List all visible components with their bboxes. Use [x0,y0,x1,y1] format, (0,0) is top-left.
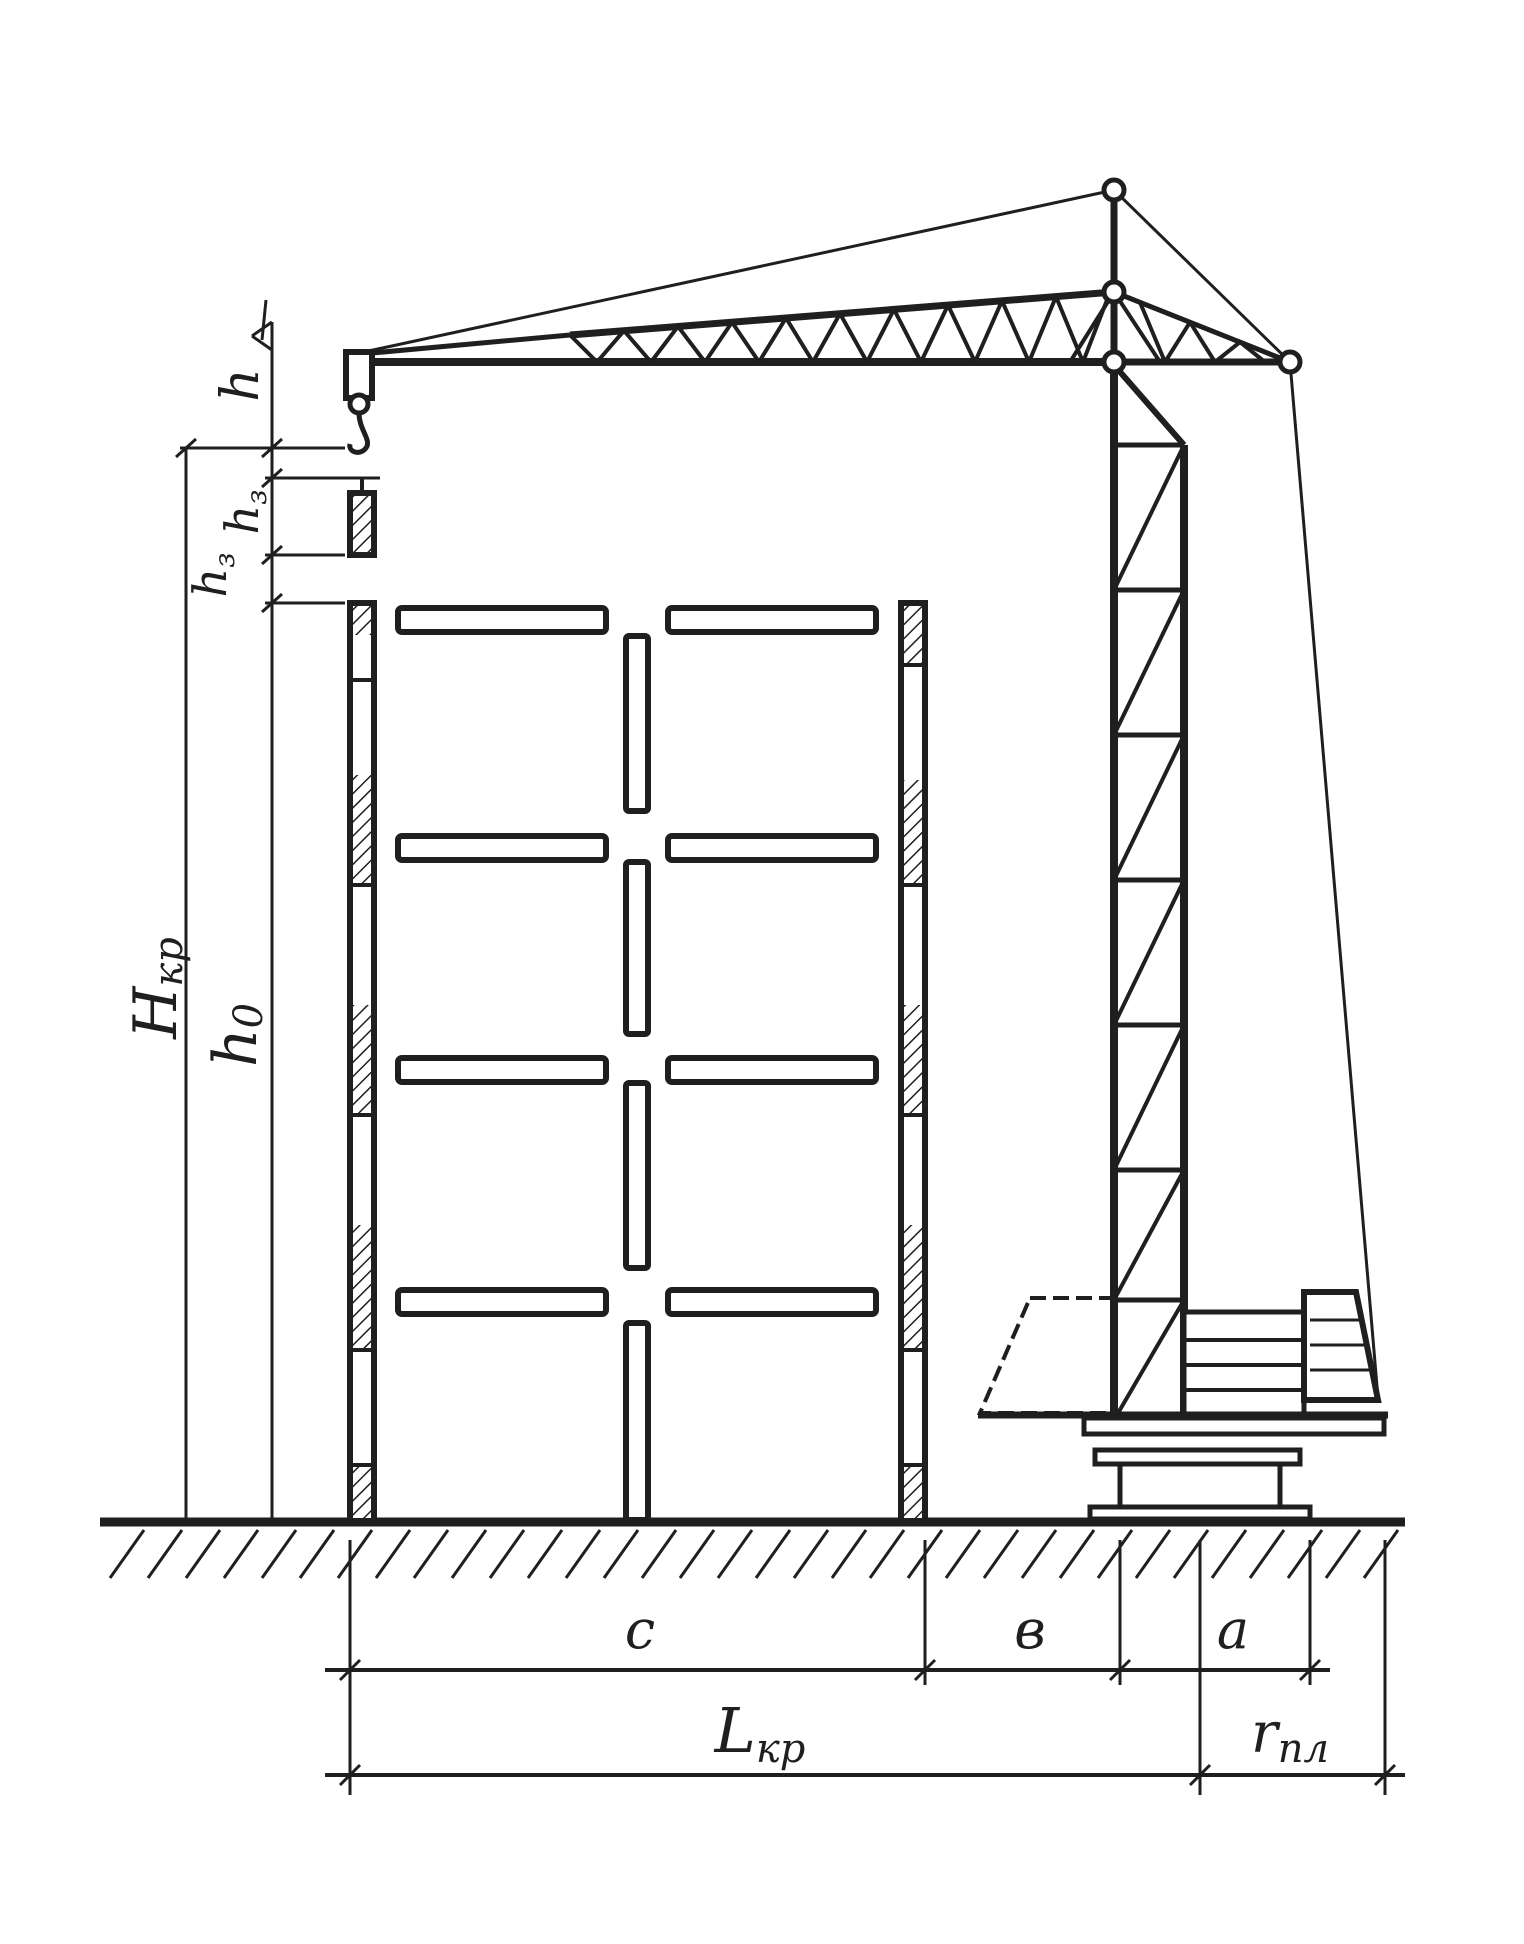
line-stroke [784,316,815,364]
line-stroke [1213,340,1242,364]
line-stroke [1138,301,1167,363]
crane-base [976,1289,1388,1522]
line-stroke [1112,444,1186,591]
line-stroke [108,1529,146,1579]
tower-lattice [1112,363,1186,1423]
line-stroke [222,1529,260,1579]
line-stroke [1112,1298,1186,1422]
line-stroke [1054,295,1085,363]
line-stroke [838,312,869,363]
line-stroke [1286,1529,1324,1579]
line-stroke [703,321,734,364]
left-wall [347,600,377,1524]
line-stroke [568,333,599,364]
line-stroke [1000,300,1031,363]
ground [100,1517,1405,1579]
line-stroke [982,1529,1020,1579]
line-stroke [146,1529,184,1579]
line-stroke [640,1529,678,1579]
line-stroke [811,312,842,363]
line-stroke [1210,1529,1248,1579]
line-stroke [678,1529,716,1579]
right-wall [898,600,928,1524]
crane-jib [349,177,1380,1399]
line-stroke [488,1529,526,1579]
line-stroke [676,325,707,364]
line-stroke [564,1529,602,1579]
inner-columns [623,633,651,1523]
line-stroke [757,316,788,364]
label-h: h [211,368,271,402]
line-stroke [1188,321,1217,364]
label-h3-upper: hз [215,490,273,535]
tower-crane [343,177,1388,1522]
line-stroke [792,1529,830,1579]
line-stroke [1238,340,1267,364]
vertical-dimensions [174,299,345,1522]
line-stroke [868,1529,906,1579]
line-stroke [892,308,923,363]
line-stroke [649,325,680,364]
line-stroke [944,1529,982,1579]
line-stroke [1058,1529,1096,1579]
line-stroke [450,1529,488,1579]
line-stroke [374,1529,412,1579]
line-stroke [622,329,653,364]
line-stroke [595,329,626,364]
line-stroke [1096,1529,1134,1579]
hook-block [343,349,375,455]
crane-tower [1110,363,1188,1423]
label-b: в [1014,1598,1045,1661]
line-stroke [298,1529,336,1579]
ground-hatching [108,1529,1400,1579]
label-a: a [1217,1598,1249,1661]
line-stroke [1172,1529,1210,1579]
label-h3-lower: hз [183,553,241,598]
line-stroke [1163,321,1192,364]
line-stroke [1027,295,1058,363]
label-rpl: rпл [1251,1701,1329,1772]
line-stroke [716,1529,754,1579]
line-stroke [260,1529,298,1579]
building [345,476,928,1524]
line-stroke [946,304,977,363]
line-stroke [1362,1529,1400,1579]
line-stroke [1324,1529,1362,1579]
line-stroke [526,1529,564,1579]
floor-slabs [395,605,879,1317]
line-stroke [1248,1529,1286,1579]
label-Lkr: Lкр [714,1694,806,1772]
line-stroke [1112,734,1186,881]
dimension-labels: h hз hз Hкр h0 c в a Lкр rпл [121,368,1329,1772]
label-h0: h0 [201,1003,272,1067]
line-stroke [602,1529,640,1579]
line-stroke [1112,1024,1186,1171]
line-stroke [412,1529,450,1579]
line-stroke [1112,879,1186,1026]
line-stroke [973,300,1004,363]
label-c: c [625,1598,655,1661]
line-stroke [1020,1529,1058,1579]
line-stroke [754,1529,792,1579]
line-stroke [1112,589,1186,736]
line-stroke [730,321,761,364]
line-stroke [184,1529,222,1579]
line-stroke [830,1529,868,1579]
line-stroke [336,1529,374,1579]
jib-lattice [568,291,1290,364]
line-stroke [1112,363,1186,447]
horizontal-dimensions [325,1540,1405,1795]
lifted-panel [345,476,380,558]
line-stroke [1112,1169,1186,1301]
line-stroke [865,308,896,363]
line-stroke [1134,1529,1172,1579]
line-stroke [919,304,950,363]
label-Hkr: Hкр [121,937,192,1040]
